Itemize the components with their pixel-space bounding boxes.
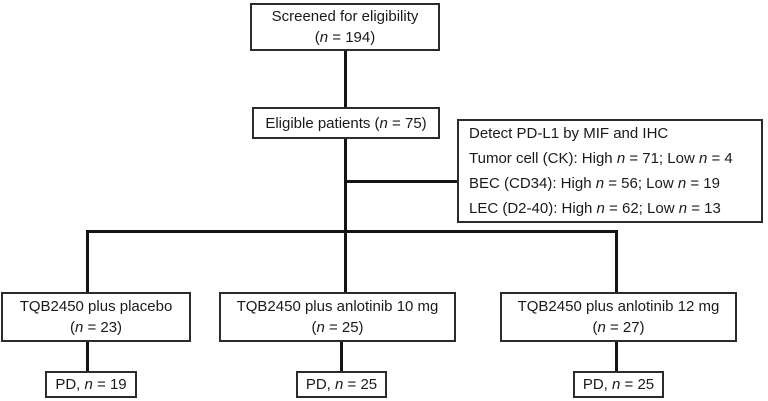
connector-arm-placebo-outcome — [86, 342, 89, 372]
outcome-placebo-box: PD, n = 19 — [45, 371, 137, 398]
pdl1-note-line-4: LEC (D2-40): High n = 62; Low n = 13 — [469, 200, 721, 217]
arm-placebo-box: TQB2450 plus placebo (n = 23) — [1, 292, 191, 342]
connector-screened-eligible — [344, 51, 347, 107]
eligible-box: Eligible patients (n = 75) — [252, 107, 440, 139]
outcome-10mg-box: PD, n = 25 — [296, 371, 387, 398]
connector-spine-note — [345, 180, 457, 183]
screened-count: (n = 194) — [314, 29, 376, 46]
pdl1-note-box: Detect PD-L1 by MIF and IHC Tumor cell (… — [457, 119, 763, 223]
pdl1-note-line-1: Detect PD-L1 by MIF and IHC — [469, 125, 669, 142]
connector-eligible-branch — [344, 139, 347, 233]
eligible-text: Eligible patients (n = 75) — [265, 114, 427, 132]
screened-title: Screened for eligibility — [271, 8, 419, 25]
arm-anlotinib-12mg-count: (n = 27) — [592, 319, 645, 336]
screened-box: Screened for eligibility (n = 194) — [250, 3, 440, 51]
connector-branch-arm-10mg — [344, 230, 347, 292]
connector-arm-12mg-outcome — [615, 342, 618, 372]
pdl1-note-line-2: Tumor cell (CK): High n = 71; Low n = 4 — [469, 150, 733, 167]
arm-placebo-count: (n = 23) — [69, 319, 123, 336]
pdl1-note-line-3: BEC (CD34): High n = 56; Low n = 19 — [469, 175, 720, 192]
connector-branch-arm-12mg — [615, 230, 618, 292]
branch-bar — [86, 230, 618, 233]
outcome-12mg-text: PD, n = 25 — [582, 376, 655, 393]
arm-anlotinib-10mg-count: (n = 25) — [311, 319, 364, 336]
arm-anlotinib-12mg-box: TQB2450 plus anlotinib 12 mg (n = 27) — [500, 292, 737, 342]
arm-placebo-title: TQB2450 plus placebo — [19, 298, 173, 315]
outcome-12mg-box: PD, n = 25 — [573, 371, 664, 398]
connector-branch-arm-placebo — [86, 230, 89, 292]
arm-anlotinib-10mg-title: TQB2450 plus anlotinib 10 mg — [236, 298, 439, 315]
arm-anlotinib-12mg-title: TQB2450 plus anlotinib 12 mg — [517, 298, 720, 315]
outcome-placebo-text: PD, n = 19 — [55, 376, 127, 393]
arm-anlotinib-10mg-box: TQB2450 plus anlotinib 10 mg (n = 25) — [219, 292, 456, 342]
outcome-10mg-text: PD, n = 25 — [305, 376, 378, 393]
connector-arm-10mg-outcome — [340, 342, 343, 372]
